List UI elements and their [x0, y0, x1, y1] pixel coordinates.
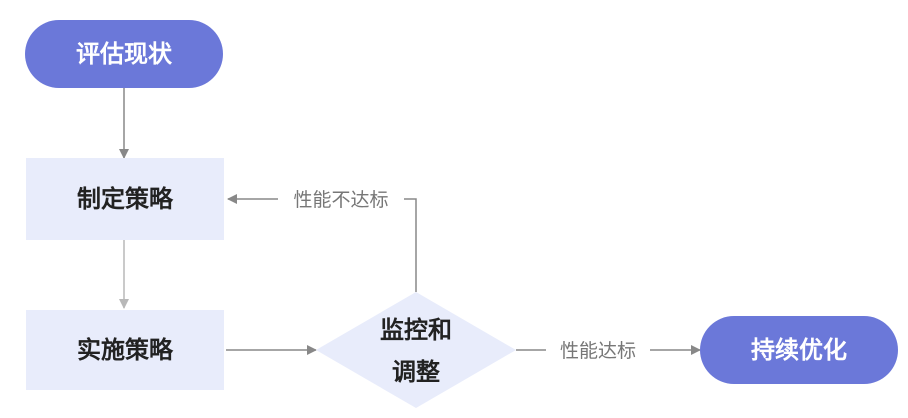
- plan-node: [26, 158, 224, 240]
- fail-label: 性能不达标: [293, 189, 388, 211]
- plan-node-label: 制定策略: [77, 185, 174, 213]
- pass-label: 性能达标: [560, 340, 636, 362]
- implement-node-label: 实施策略: [77, 336, 174, 364]
- end-node-label: 持续优化: [751, 336, 847, 364]
- implement-node: [26, 310, 224, 390]
- monitor-node-label-line2: 调整: [392, 358, 440, 386]
- edge-monitor-to-plan: [227, 194, 417, 292]
- start-node-label: 评估现状: [76, 40, 173, 68]
- monitor-decision-node: [316, 292, 516, 408]
- end-node: [700, 316, 898, 384]
- monitor-node-label-line1: 监控和: [380, 316, 452, 344]
- fail-label-bg: [278, 187, 404, 211]
- start-node: [25, 20, 223, 88]
- pass-label-bg: [546, 338, 650, 362]
